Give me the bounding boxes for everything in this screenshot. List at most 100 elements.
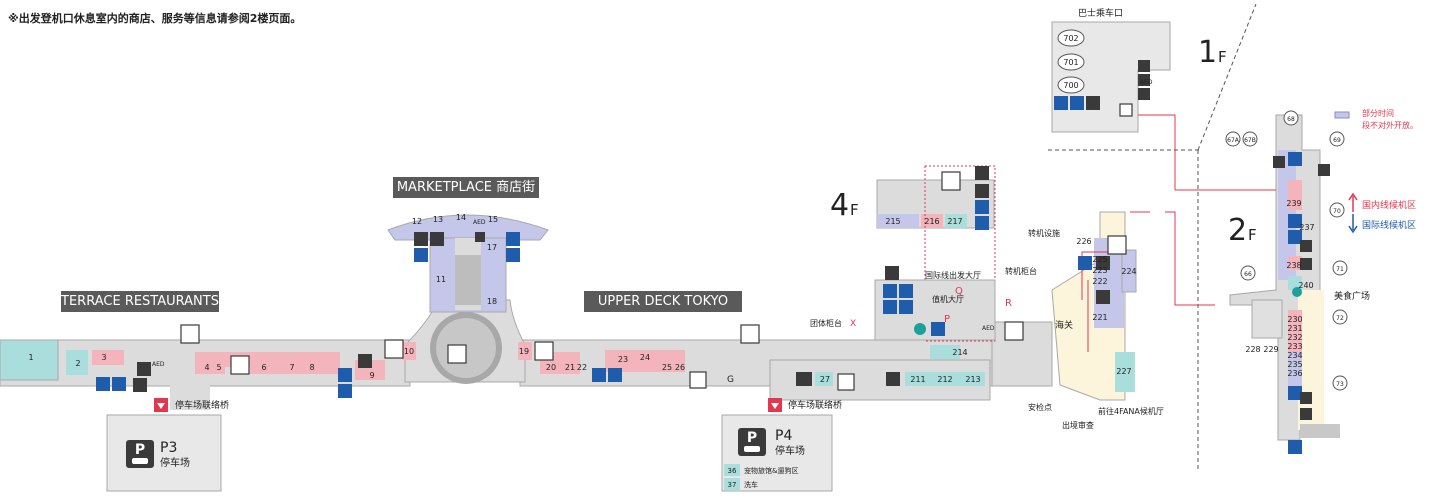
immigration-label: 出境审查 xyxy=(1062,420,1094,430)
shop-226: 226 xyxy=(1076,237,1091,246)
shop-234: 234 xyxy=(1287,351,1302,360)
upper-deck-tokyo-sign: UPPER DECK TOKYO xyxy=(584,291,742,312)
aed-label-2: AED xyxy=(473,219,486,226)
shop-224: 224 xyxy=(1121,267,1136,276)
shop-233: 233 xyxy=(1287,342,1302,351)
shop-215: 215 xyxy=(885,217,900,226)
shop-2: 2 xyxy=(75,359,80,368)
checkin-hall-label: 值机大厅 xyxy=(932,294,964,304)
shop-27: 27 xyxy=(820,375,830,384)
shop-5: 5 xyxy=(216,363,221,372)
shop-216: 216 xyxy=(924,217,939,226)
shop-25: 25 xyxy=(662,363,672,372)
shop-3: 3 xyxy=(101,353,106,362)
p4-service-37-label: 洗车 xyxy=(744,480,758,489)
shop-222: 222 xyxy=(1092,277,1107,286)
floor-4-inset xyxy=(876,165,996,342)
row-q-label: Q xyxy=(955,286,963,297)
shop-15: 15 xyxy=(488,215,498,224)
shop-12: 12 xyxy=(412,217,422,226)
shop-212: 212 xyxy=(937,375,952,384)
shop-225: 225 xyxy=(1092,255,1107,264)
shop-13: 13 xyxy=(433,215,443,224)
p4-service-36-num: 36 xyxy=(728,467,737,475)
svg-text:P: P xyxy=(135,442,145,458)
shop-22: 22 xyxy=(577,363,587,372)
p4-service-37-num: 37 xyxy=(728,481,737,489)
p4-bridge-label: 停车场联络桥 xyxy=(788,399,842,411)
shop-211: 211 xyxy=(910,375,925,384)
p4-code: P4 xyxy=(775,428,792,444)
shop-11: 11 xyxy=(436,275,446,284)
shop-9: 9 xyxy=(369,371,374,380)
row-p-label: P xyxy=(944,314,950,325)
p4-service-36-label: 宠物旅馆&遛狗区 xyxy=(744,466,798,475)
intl-departure-label: 国际线出发大厅 xyxy=(925,270,981,280)
row-x-label: X xyxy=(850,319,856,329)
terrace-shops xyxy=(0,339,985,386)
p3-parking: P xyxy=(106,414,222,492)
p3-code: P3 xyxy=(160,440,177,456)
shop-23: 23 xyxy=(618,355,628,364)
shop-213: 213 xyxy=(965,375,980,384)
security-label: 安检点 xyxy=(1028,402,1052,412)
shop-24: 24 xyxy=(640,353,650,362)
floor-1-number: 1 xyxy=(1198,35,1217,70)
shop-7: 7 xyxy=(289,363,294,372)
shop-214: 214 xyxy=(952,348,967,357)
elevator-icons xyxy=(180,103,1133,391)
shop-221: 221 xyxy=(1092,313,1107,322)
gate-67b: 67B xyxy=(1244,137,1256,144)
row-r-label: R xyxy=(1005,298,1012,309)
floor-4-unit: F xyxy=(850,201,859,219)
shop-238: 238 xyxy=(1286,261,1301,270)
shop-236: 236 xyxy=(1287,369,1302,378)
shop-237: 237 xyxy=(1299,223,1314,232)
exit-arrow-p4 xyxy=(768,398,782,412)
shop-240: 240 xyxy=(1298,281,1313,290)
shop-223: 223 xyxy=(1092,266,1107,275)
shop-17: 17 xyxy=(487,243,497,252)
gate-labels: 702 701 700 68 67A 67B 69 70 66 71 72 73 xyxy=(1063,34,1344,388)
shop-19: 19 xyxy=(519,347,529,356)
shop-8: 8 xyxy=(309,363,314,372)
gate-70: 70 xyxy=(1333,208,1341,215)
aed-label: AED xyxy=(152,361,165,368)
gate-68: 68 xyxy=(1287,116,1295,123)
shop-235: 235 xyxy=(1287,360,1302,369)
gate-66: 66 xyxy=(1244,271,1252,278)
service-icons xyxy=(133,60,1330,420)
floor-4-number: 4 xyxy=(830,188,849,223)
gate-701: 701 xyxy=(1063,58,1078,67)
shop-229: 229 xyxy=(1263,345,1278,354)
floor-1-unit: F xyxy=(1218,48,1227,66)
gate-72: 72 xyxy=(1336,315,1344,322)
shop-232: 232 xyxy=(1287,333,1302,342)
shop-14: 14 xyxy=(456,213,466,222)
bus-stop-label: 巴士乘车口 xyxy=(1078,7,1123,19)
shop-228: 228 xyxy=(1245,345,1260,354)
terrace-restaurants-sign: TERRACE RESTAURANTS xyxy=(61,291,219,312)
shop-20: 20 xyxy=(546,363,556,372)
p3-bridge-label: 停车场联络桥 xyxy=(175,399,229,411)
floor-2-concourse xyxy=(1229,111,1350,441)
area-text: 巴士乘车口 部分时间 段不对外开放。 国内线候机区 国际线候机区 美食广场 国际… xyxy=(152,7,1418,489)
gate-700: 700 xyxy=(1063,81,1078,90)
aed-label-3: AED xyxy=(982,325,995,332)
shop-21: 21 xyxy=(565,363,575,372)
restroom-icons xyxy=(96,96,1302,454)
shop-231: 231 xyxy=(1287,324,1302,333)
marketplace-sign: MARKETPLACE 商店街 xyxy=(393,177,539,198)
gate-circles xyxy=(1057,29,1348,391)
part-time-label-2: 段不对外开放。 xyxy=(1362,120,1418,130)
zone-arrows xyxy=(1348,192,1358,234)
transfer-facility-label: 转机设施 xyxy=(1028,228,1060,238)
shop-227: 227 xyxy=(1116,367,1131,376)
shop-labels: 1 2 3 4 5 6 7 8 9 10 11 12 13 14 15 17 1… xyxy=(28,199,1314,384)
shop-217: 217 xyxy=(947,217,962,226)
gate-702: 702 xyxy=(1063,34,1078,43)
shop-239: 239 xyxy=(1286,199,1301,208)
p4-label: 停车场 xyxy=(775,444,805,457)
page-note: ※出发登机口休息室内的商店、服务等信息请参阅2楼页面。 xyxy=(8,12,302,25)
